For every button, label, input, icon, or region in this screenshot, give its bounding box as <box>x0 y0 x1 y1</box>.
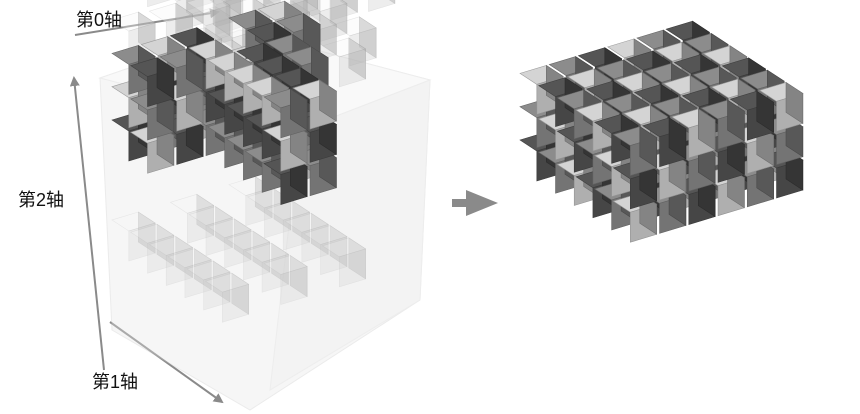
ghost-cube <box>129 223 175 274</box>
result-cube <box>671 108 716 159</box>
ghost-cube <box>174 0 204 32</box>
ghost-cube <box>167 248 212 299</box>
result-cube <box>612 126 658 176</box>
ghost-cube <box>246 188 292 239</box>
axis2-arrow <box>69 76 105 371</box>
axis0-arrow <box>74 8 220 36</box>
selected-cubes <box>111 0 338 205</box>
ghost-cube <box>188 206 234 256</box>
ghost-cube <box>186 260 231 311</box>
ghost-cube <box>284 212 329 263</box>
ghost-cube <box>368 0 396 12</box>
ghost-cube <box>204 272 250 323</box>
ghost-cube <box>224 0 230 2</box>
ghost-cube <box>264 0 281 6</box>
axis2-label: 第2轴 <box>18 190 65 210</box>
result-cube <box>758 81 804 132</box>
ghost-cube <box>187 0 214 11</box>
ghost-cube <box>225 230 271 281</box>
ghost-cube <box>321 37 367 88</box>
ghost-cube <box>207 218 252 269</box>
ghost-cube <box>244 242 290 293</box>
slab-cube <box>292 79 338 130</box>
axis1-label: 第1轴 <box>92 372 139 392</box>
ghost-cube <box>332 16 377 67</box>
ghost-cube <box>265 200 311 251</box>
slab-cube <box>129 57 175 108</box>
axis1-arrow <box>109 321 224 404</box>
ghost-cube <box>330 0 358 21</box>
ghost-cube <box>148 235 194 286</box>
slab-cube <box>263 88 308 139</box>
ghost-cube <box>303 225 348 275</box>
ghost-cube <box>303 0 348 42</box>
slab-cube <box>159 48 204 99</box>
result-cube <box>700 99 746 150</box>
ghost-cube <box>209 0 244 35</box>
result-cube <box>729 90 775 141</box>
ghost-cube <box>111 211 156 262</box>
right-arrow-icon <box>452 190 498 216</box>
ghost-cube <box>321 237 367 288</box>
ghost-cube <box>169 193 215 244</box>
result-cube <box>642 117 687 168</box>
result-block <box>519 20 804 243</box>
ghost-cube <box>186 0 231 44</box>
ghost-cube <box>147 0 171 8</box>
ghost-cube <box>263 254 308 305</box>
axis0-label: 第0轴 <box>76 10 123 30</box>
